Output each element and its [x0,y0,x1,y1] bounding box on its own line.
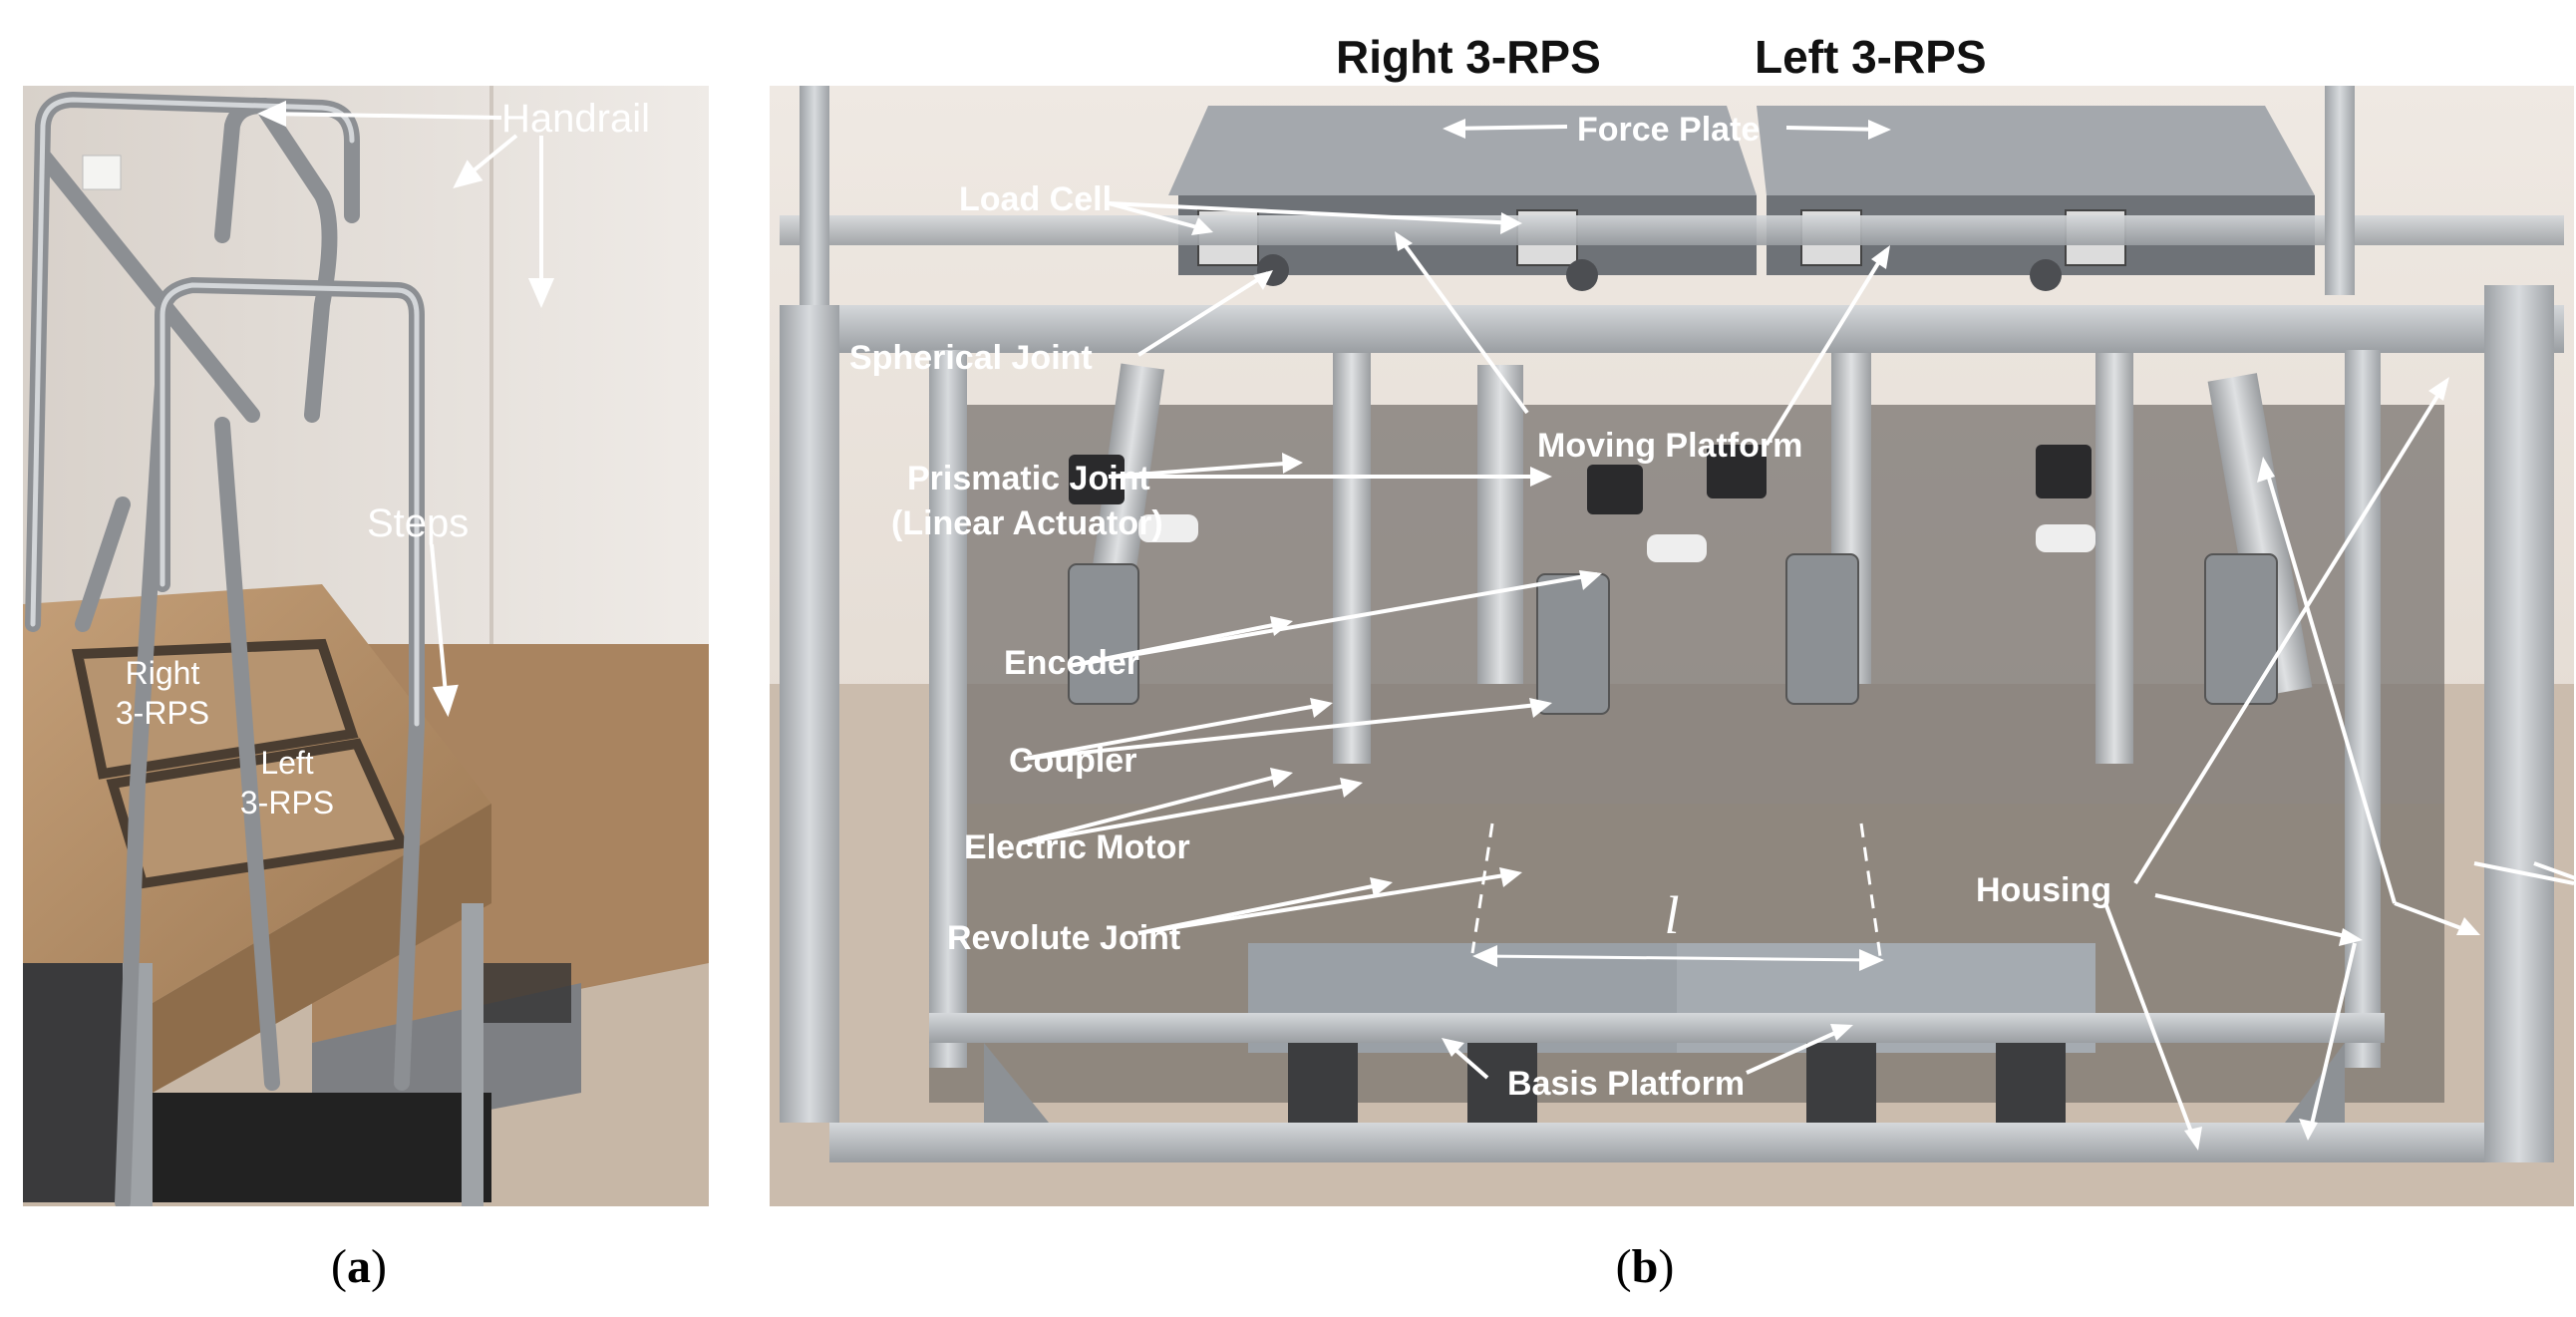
electric-motor-label: Electric Motor [964,828,1190,866]
housing-frame [780,86,2564,1162]
load-cell-label: Load Cell [959,180,1112,218]
moving-platform-label: Moving Platform [1537,427,1802,465]
force-plate-label: Force Plate [1577,111,1760,149]
panel-a-arrows [257,100,555,718]
right-plate-label-line2: 3-RPS [116,695,209,731]
left-plate-label-line1: Left [260,745,313,781]
left-plate-label-line2: 3-RPS [240,785,334,821]
right-plate-label-line1: Right [126,655,200,691]
caption-b-letter: b [1631,1240,1659,1293]
revolute-joint-label: Revolute Joint [947,919,1180,957]
housing-label: Housing [1976,871,2111,909]
caption-a-letter: a [347,1240,371,1293]
left-force-plate [1757,106,2315,195]
distance-symbol: l [1664,885,1679,945]
steps-label: Steps [367,501,469,545]
caption-b: (b) [1615,1240,1675,1293]
photo-panel-a: Handrail Steps Right 3-RPS Left 3-RPS [23,86,709,1206]
panel-b-arrows [1018,125,2574,1134]
stair-platform-photo: Handrail Steps Right 3-RPS Left 3-RPS [23,86,709,1206]
right-force-plate [1168,106,1757,195]
encoder-label: Encoder [1004,644,1139,682]
linear-actuator-label: (Linear Actuator) [891,504,1163,542]
dual-3rps-mechanism-photo: l [770,86,2574,1206]
right-3rps-header: Right 3-RPS [1336,31,1601,83]
coupler-label: Coupler [1009,742,1136,780]
prismatic-joint-label: Prismatic Joint [907,460,1150,497]
photo-panel-b: l [770,86,2574,1206]
caption-a: (a) [331,1240,387,1293]
basis-platform-label: Basis Platform [1507,1065,1745,1103]
electric-motors [1068,553,2278,715]
left-3rps-header: Left 3-RPS [1755,31,1987,83]
handrail-label: Handrail [501,97,650,141]
encoders [1069,445,2092,514]
distance-marker [1470,823,1883,964]
spherical-joint-label: Spherical Joint [849,339,1093,377]
